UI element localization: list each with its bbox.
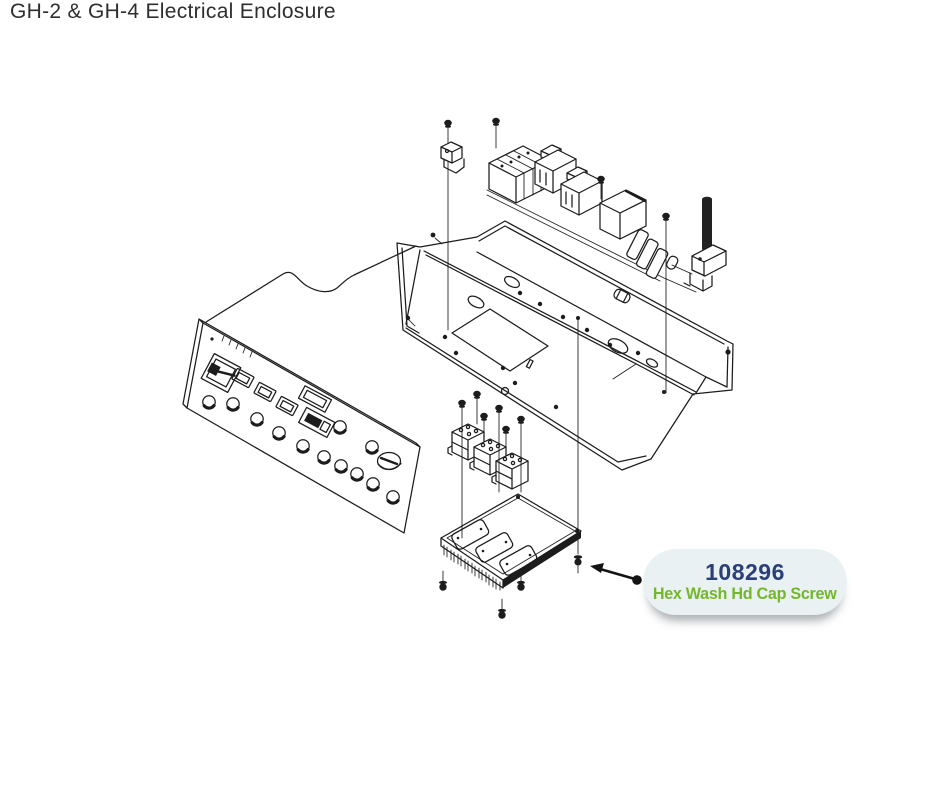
part-name: Hex Wash Hd Cap Screw <box>653 583 837 603</box>
panel-displays <box>297 385 336 439</box>
mounting-bracket <box>440 126 465 331</box>
enclosure-box <box>205 220 734 471</box>
main-knob <box>376 451 402 471</box>
leader-arrow <box>590 563 642 585</box>
terminal-blocks <box>447 423 529 490</box>
breaker-rail-assembly <box>486 144 697 293</box>
antenna-module <box>671 196 727 292</box>
control-panel <box>182 318 421 534</box>
heatsink-board <box>440 493 582 591</box>
callout-target-screw <box>573 555 583 574</box>
part-number: 108296 <box>705 558 785 585</box>
page-title: GH-2 & GH-4 Electrical Enclosure <box>10 0 336 23</box>
callout-bubble: 108296 Hex Wash Hd Cap Screw <box>643 549 847 615</box>
hex-screws <box>438 117 671 620</box>
